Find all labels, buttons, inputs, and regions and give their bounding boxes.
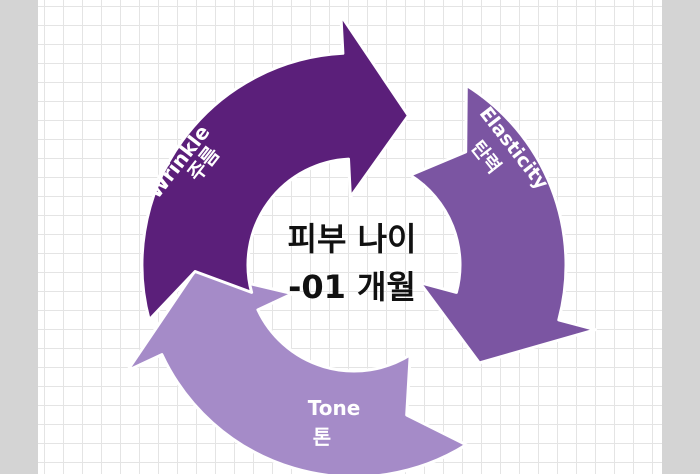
segment-tone-arrow bbox=[125, 269, 468, 474]
segment-tone-label: Tone bbox=[308, 396, 361, 420]
segment-tone-korean: 톤 bbox=[313, 425, 331, 449]
segment-elasticity-arrow bbox=[408, 83, 597, 365]
center-title: 피부 나이 bbox=[288, 220, 417, 258]
segment-wrinkle-arrow bbox=[140, 13, 410, 322]
center-subtitle: -01 개월 bbox=[288, 268, 416, 306]
